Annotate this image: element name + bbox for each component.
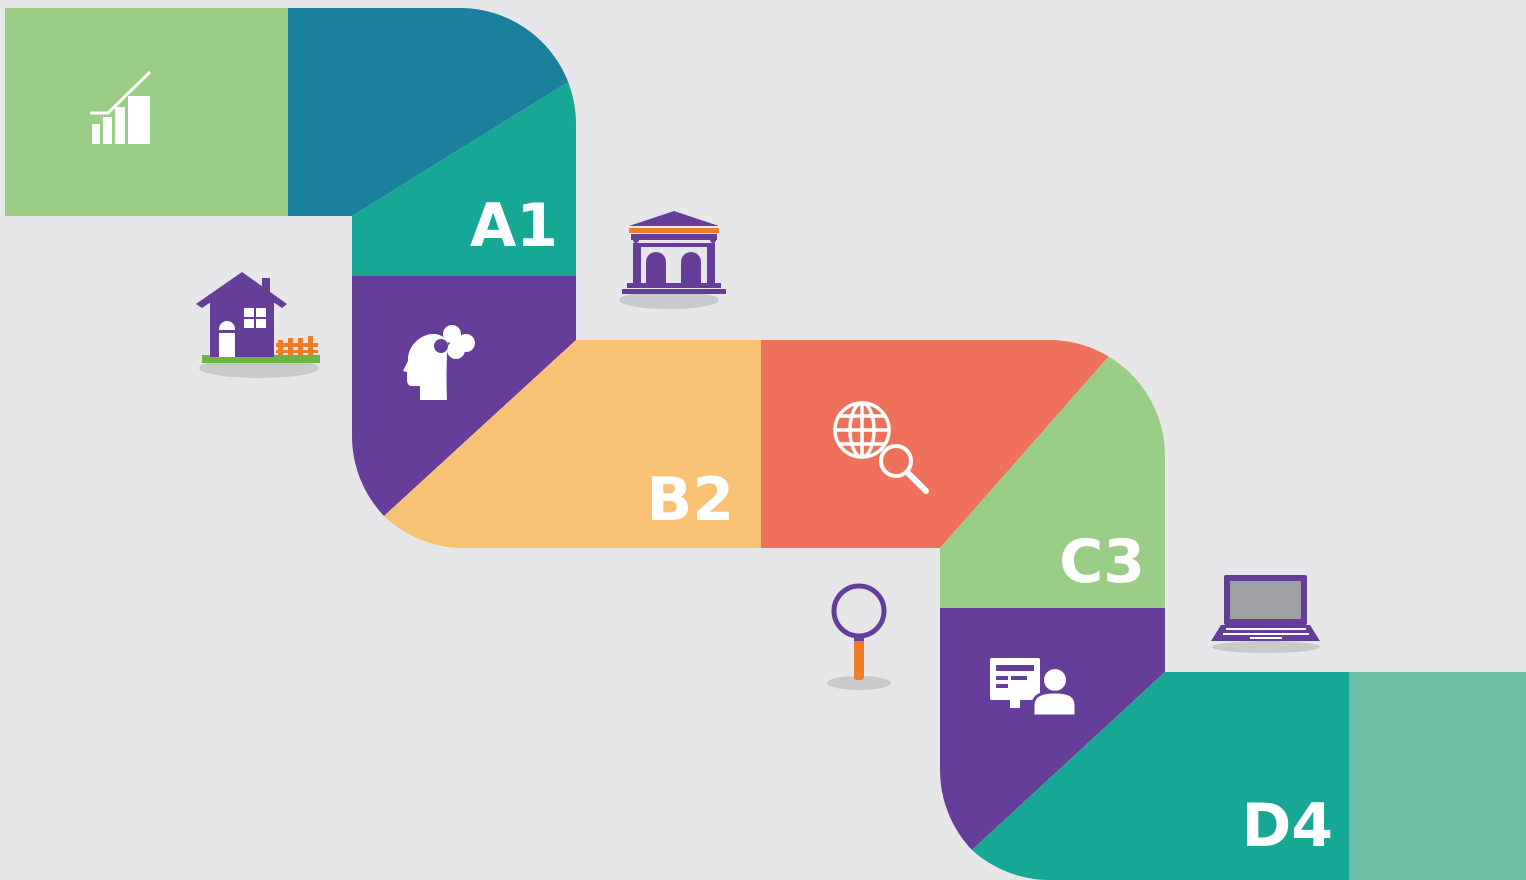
bar-chart-growth-icon bbox=[90, 70, 152, 144]
step-label-b2: B2 bbox=[647, 465, 734, 535]
step-label-d4: D4 bbox=[1241, 791, 1333, 861]
segment-a1 bbox=[5, 8, 576, 516]
house-icon bbox=[196, 272, 320, 378]
purple-block bbox=[300, 276, 576, 516]
teal-block bbox=[352, 8, 576, 276]
step-label-c3: C3 bbox=[1059, 527, 1145, 597]
segment-d4 bbox=[972, 672, 1526, 880]
mint-end-block bbox=[1349, 672, 1526, 880]
globe-search-icon bbox=[833, 401, 929, 494]
green-block bbox=[940, 340, 1165, 608]
step-label-a1: A1 bbox=[470, 191, 558, 261]
monitor-user-icon bbox=[990, 658, 1078, 718]
magnifier-icon bbox=[827, 583, 891, 690]
laptop-icon bbox=[1211, 575, 1320, 653]
steel-block bbox=[288, 8, 576, 216]
teal-end-block bbox=[972, 672, 1349, 880]
coral-block bbox=[761, 340, 1132, 548]
bank-building-icon bbox=[619, 211, 726, 309]
purple-block-2 bbox=[900, 608, 1165, 850]
thinking-head-icon bbox=[403, 325, 475, 400]
